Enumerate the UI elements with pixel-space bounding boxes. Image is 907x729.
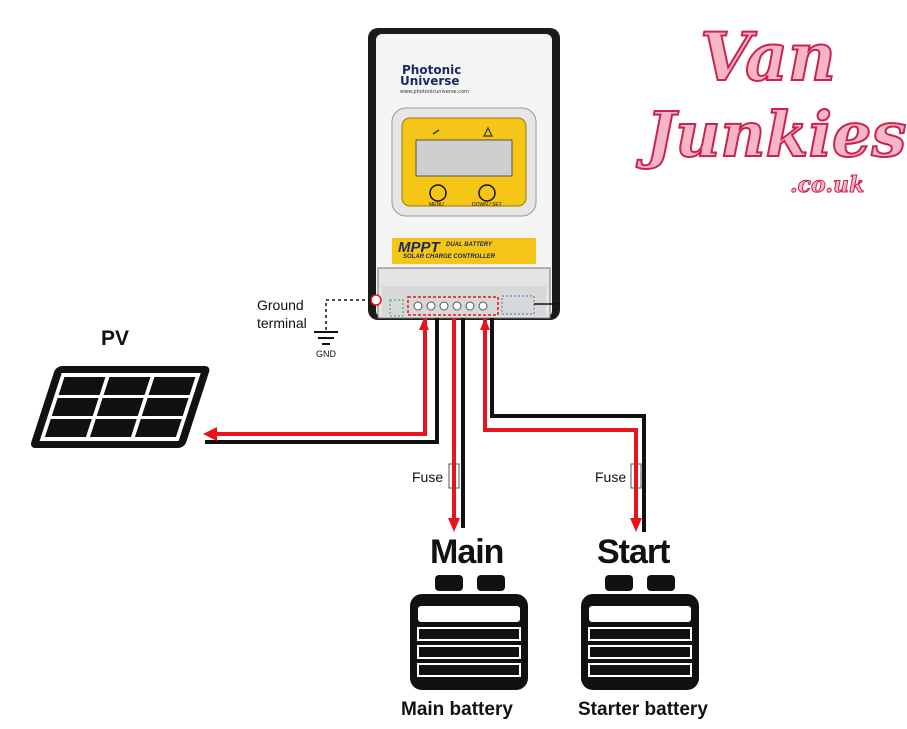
pv-negative-wire (205, 318, 439, 444)
battery-band (588, 645, 692, 659)
battery-band (588, 663, 692, 677)
product-subtitle-2: SOLAR CHARGE CONTROLLER (403, 254, 495, 260)
start-battery-caption: Starter battery (578, 699, 708, 720)
terminal-screw (452, 301, 462, 311)
panel-cell (141, 398, 189, 416)
panel-cell (103, 377, 151, 395)
pv-positive-wire (212, 318, 427, 436)
start-battery-title: Start (597, 533, 670, 571)
start-fuse-label: Fuse (595, 469, 627, 485)
battery-terminal (435, 575, 463, 591)
pv-terminal-arrow (419, 318, 429, 330)
battery-band (417, 627, 521, 641)
ground-label-line1: Ground (257, 297, 304, 313)
charge-controller (368, 28, 560, 320)
battery-band (417, 663, 521, 677)
brand-universe: Universe (400, 74, 460, 88)
terminal-screw (413, 301, 423, 311)
ground-terminal-box (389, 299, 404, 317)
start-terminal-arrow (480, 318, 490, 330)
ground-terminal-point (370, 294, 382, 306)
solar-panel (30, 366, 210, 448)
main-fuse (448, 463, 460, 489)
product-title: MPPT (398, 239, 440, 256)
down-set-label: DOWN / SET (472, 202, 502, 208)
battery-terminal (605, 575, 633, 591)
panel-cell (44, 419, 92, 437)
main-arrow (448, 518, 460, 532)
rs485-port-box (501, 295, 535, 315)
main-battery-caption: Main battery (401, 699, 513, 720)
down-set-button (478, 184, 496, 202)
battery-band (589, 606, 691, 622)
terminal-screw (478, 301, 488, 311)
logo-line-3: .co.uk (789, 172, 865, 199)
brand-website: www.photonicuniverse.com (400, 89, 469, 95)
start-arrow (630, 518, 642, 532)
ground-label-line2: terminal (257, 315, 307, 331)
start-positive-wire (483, 318, 638, 520)
start-battery-cables (480, 318, 646, 532)
main-battery-icon (410, 575, 528, 690)
panel-cell (89, 419, 137, 437)
terminal-screw (439, 301, 449, 311)
ground-connection (314, 299, 371, 345)
terminal-screw (465, 301, 475, 311)
solar-icon (432, 129, 440, 135)
battery-band (417, 645, 521, 659)
start-fuse (630, 463, 642, 489)
battery-terminal (647, 575, 675, 591)
lcd-screen (415, 139, 513, 177)
start-battery-icon (581, 575, 699, 690)
panel-cell (134, 419, 182, 437)
panel-cell (51, 398, 99, 416)
menu-label: MENU (429, 202, 444, 208)
terminal-block (382, 286, 546, 316)
gnd-label: GND (316, 349, 336, 359)
battery-terminal (477, 575, 505, 591)
warning-icon (483, 126, 493, 137)
logo-line-1: Van (699, 17, 837, 97)
pv-arrow (203, 427, 217, 441)
start-negative-wire (490, 318, 646, 532)
terminal-screw (426, 301, 436, 311)
pv-label: PV (101, 327, 130, 350)
pv-cables (203, 318, 439, 444)
brand-photonic: Photonic (402, 63, 462, 77)
product-subtitle-1: DUAL BATTERY (446, 242, 493, 248)
battery-band (588, 627, 692, 641)
menu-button (429, 184, 447, 202)
ground-wire (325, 299, 371, 330)
main-battery-cables (448, 318, 465, 532)
logo-line-2: Junkies (645, 97, 907, 172)
main-fuse-label: Fuse (412, 469, 444, 485)
panel-cell (148, 377, 196, 395)
main-battery-title: Main (430, 533, 504, 571)
panel-cell (58, 377, 106, 395)
product-band (392, 238, 536, 264)
battery-band (418, 606, 520, 622)
panel-cell (96, 398, 144, 416)
power-terminal-box (407, 296, 499, 316)
